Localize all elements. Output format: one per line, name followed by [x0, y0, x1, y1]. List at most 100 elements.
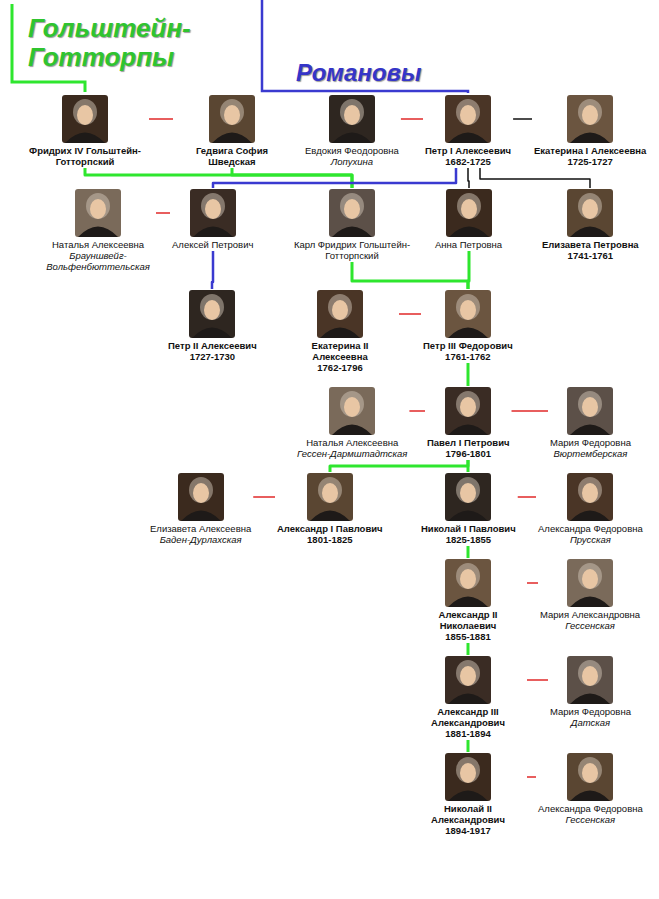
reign-years: 1761-1762	[423, 351, 513, 362]
person-name: Наталья Алексеевна	[42, 239, 154, 250]
portrait	[445, 656, 491, 704]
reign-years: 1796-1801	[427, 448, 510, 459]
portrait	[567, 656, 613, 704]
reign-years: 1855-1881	[411, 631, 525, 642]
person-name: Карл Фридрих Гольштейн-Готторпский	[292, 239, 412, 261]
branch-title: Романовы	[296, 60, 422, 86]
reign-years: 1741-1761	[542, 250, 639, 261]
portrait	[329, 387, 375, 435]
person-card: Анна Петровна	[433, 188, 504, 251]
marriage-line	[156, 212, 170, 214]
person-name: Елизавета Алексеевна	[150, 523, 251, 534]
person-card: Мария ФедоровнаДатская	[548, 655, 633, 729]
person-card: Александра ФедоровнаГессенская	[536, 752, 645, 826]
descent-line	[213, 168, 456, 188]
portrait	[567, 473, 613, 521]
house-name: Брауншвейг-Вольфенбюттельская	[42, 250, 154, 272]
portrait	[445, 387, 491, 435]
marriage-line	[409, 410, 425, 412]
portrait	[567, 95, 613, 143]
person-name: Александр I Павлович	[277, 523, 383, 534]
person-card: Николай II Александрович1894-1917	[409, 752, 527, 837]
portrait	[446, 189, 492, 237]
person-name: Александр II Николаевич	[411, 609, 525, 631]
romanov-bracket	[262, 0, 468, 93]
person-name: Николай II Александрович	[411, 803, 525, 825]
reign-years: 1825-1855	[421, 534, 516, 545]
person-card: Александра ФедоровнаПрусская	[536, 472, 645, 546]
person-name: Елизавета Петровна	[542, 239, 639, 250]
reign-years: 1682-1725	[425, 156, 511, 167]
person-card: Карл Фридрих Гольштейн-Готторпский	[290, 188, 414, 262]
person-name: Гедвига София Шведская	[175, 145, 289, 167]
person-card: Николай I Павлович1825-1855	[419, 472, 518, 546]
person-name: Петр I Алексеевич	[425, 145, 511, 156]
descent-line	[468, 251, 469, 289]
marriage-line	[399, 313, 421, 315]
person-card: Наталья АлексеевнаГессен-Дармштадтская	[295, 386, 409, 460]
person-card: Павел I Петрович1796-1801	[425, 386, 512, 460]
portrait	[329, 95, 375, 143]
person-card: Александр I Павлович1801-1825	[275, 472, 385, 546]
marriage-line	[253, 496, 275, 498]
person-name: Алексей Петрович	[172, 239, 253, 250]
person-name: Наталья Алексеевна	[297, 437, 407, 448]
person-card: Екатерина I Алексеевна1725-1727	[532, 94, 648, 168]
house-name: Гессенская	[540, 620, 640, 631]
person-card: Петр II Алексеевич1727-1730	[166, 289, 259, 363]
person-name: Фридрих IV Гольштейн-Готторпский	[23, 145, 147, 167]
descent-line	[330, 460, 468, 472]
person-card: Петр I Алексеевич1682-1725	[423, 94, 513, 168]
portrait	[445, 559, 491, 607]
house-name: Баден-Дурлахская	[150, 534, 251, 545]
person-card: Екатерина II Алексеевна1762-1796	[281, 289, 399, 374]
person-card: Елизавета Петровна1741-1761	[540, 188, 641, 262]
branch-title: Гольштейн-Готторпы	[28, 14, 206, 71]
person-name: Петр III Федорович	[423, 340, 513, 351]
person-name: Александр III Александрович	[411, 706, 525, 728]
person-card: Александр II Николаевич1855-1881	[409, 558, 527, 643]
person-name: Павел I Петрович	[427, 437, 510, 448]
portrait	[75, 189, 121, 237]
portrait	[445, 290, 491, 338]
person-name: Мария Федоровна	[550, 706, 631, 717]
portrait	[567, 387, 613, 435]
descent-line	[467, 546, 470, 558]
marriage-line	[527, 679, 548, 681]
person-name: Евдокия Феодоровна	[305, 145, 399, 156]
reign-years: 1881-1894	[411, 728, 525, 739]
marriage-line	[527, 582, 538, 584]
person-name: Николай I Павлович	[421, 523, 516, 534]
descent-line	[467, 363, 470, 386]
person-card: Мария ФедоровнаВюртемберская	[548, 386, 633, 460]
person-name: Екатерина II Алексеевна	[283, 340, 397, 362]
person-name: Александра Федоровна	[538, 523, 643, 534]
portrait	[317, 290, 363, 338]
portrait	[445, 753, 491, 801]
portrait	[178, 473, 224, 521]
portrait	[307, 473, 353, 521]
descent-line	[467, 643, 470, 655]
house-name: Датская	[550, 717, 631, 728]
person-card: Наталья АлексеевнаБрауншвейг-Вольфенбютт…	[40, 188, 156, 273]
house-name: Лопухина	[305, 156, 399, 167]
portrait	[329, 189, 375, 237]
portrait	[190, 189, 236, 237]
person-name: Анна Петровна	[435, 239, 502, 250]
descent-line	[352, 262, 468, 289]
portrait	[567, 753, 613, 801]
house-name: Прусская	[538, 534, 643, 545]
descent-line	[467, 740, 470, 752]
person-name: Екатерина I Алексеевна	[534, 145, 646, 156]
person-card: Петр III Федорович1761-1762	[421, 289, 515, 363]
reign-years: 1762-1796	[283, 362, 397, 373]
person-name: Мария Александровна	[540, 609, 640, 620]
descent-line	[232, 168, 352, 188]
marriage-line	[518, 496, 536, 498]
person-name: Мария Федоровна	[550, 437, 631, 448]
marriage-line	[149, 118, 173, 120]
house-name: Вюртемберская	[550, 448, 631, 459]
person-card: Алексей Петрович	[170, 188, 255, 251]
descent-line	[467, 460, 470, 472]
descent-line	[85, 168, 352, 188]
